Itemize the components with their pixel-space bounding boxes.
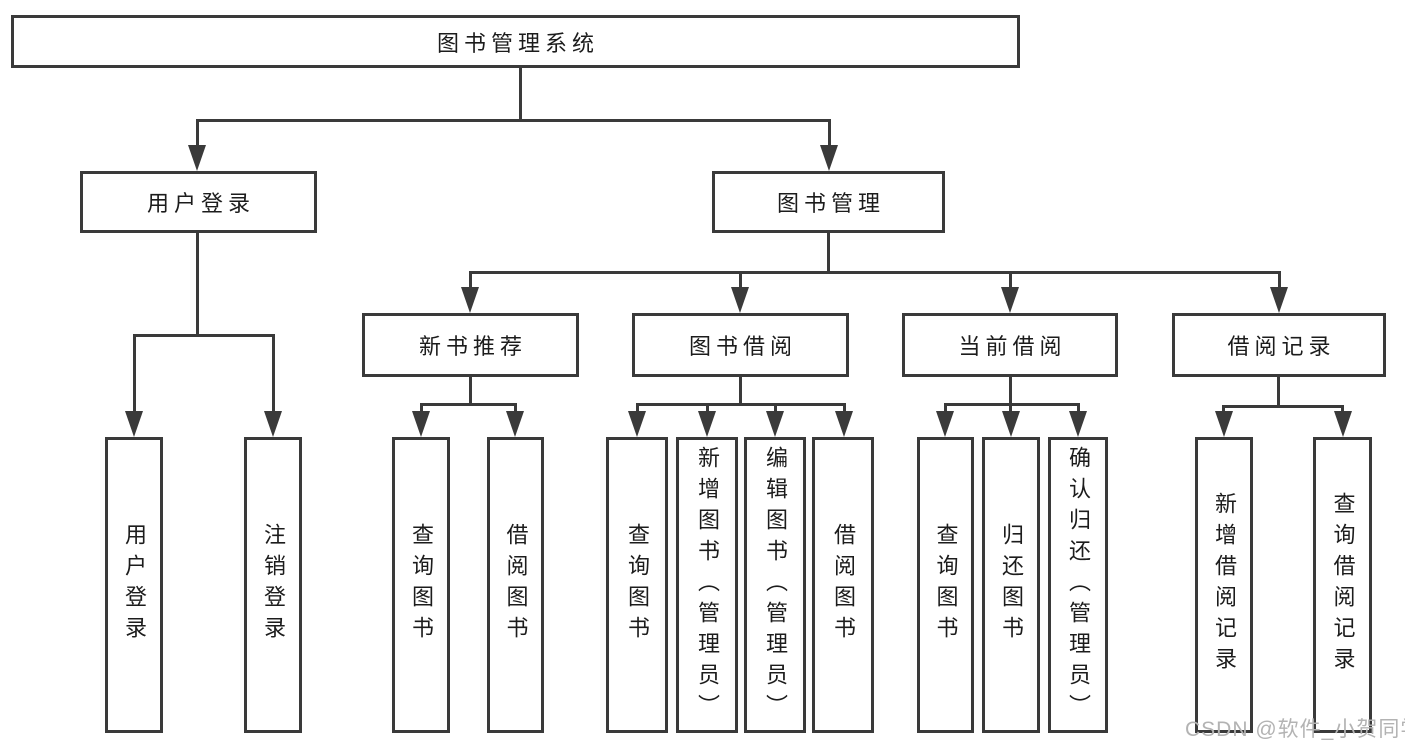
- arrow-down-icon: [506, 411, 524, 437]
- arrow-down-icon: [412, 411, 430, 437]
- connector-line: [774, 403, 777, 414]
- connector-line: [827, 232, 830, 274]
- node-new-book-rec: 新书推荐: [362, 313, 579, 377]
- node-borrow-record: 借阅记录: [1172, 313, 1386, 377]
- connector-line: [944, 403, 1080, 406]
- connector-line: [636, 403, 846, 406]
- connector-line: [1009, 375, 1012, 406]
- leaf-bb-borrow-books: 借阅图书: [812, 437, 874, 733]
- arrow-down-icon: [1270, 287, 1288, 313]
- csdn-watermark: CSDN @软件_小贺同学: [1185, 718, 1405, 741]
- arrow-down-icon: [1215, 411, 1233, 437]
- connector-line: [420, 403, 517, 406]
- node-user-login: 用户登录: [80, 171, 317, 233]
- connector-line: [469, 271, 472, 289]
- arrow-down-icon: [1001, 287, 1019, 313]
- arrow-down-icon: [820, 145, 838, 171]
- connector-line: [843, 403, 846, 414]
- node-current-borrow: 当前借阅: [902, 313, 1118, 377]
- connector-line: [272, 334, 275, 414]
- arrow-down-icon: [766, 411, 784, 437]
- connector-line: [706, 403, 709, 414]
- arrow-down-icon: [461, 287, 479, 313]
- connector-line: [514, 403, 517, 414]
- arrow-down-icon: [936, 411, 954, 437]
- connector-line: [1222, 405, 1344, 408]
- node-book-mgmt: 图书管理: [712, 171, 945, 233]
- leaf-bb-add-books-admin: 新增图书（管理员）: [676, 437, 738, 733]
- leaf-br-query-record: 查询借阅记录: [1313, 437, 1372, 733]
- connector-line: [1278, 271, 1281, 289]
- connector-line: [636, 403, 639, 414]
- leaf-cb-confirm-return-admin: 确认归还（管理员）: [1048, 437, 1108, 733]
- leaf-logout: 注销登录: [244, 437, 302, 733]
- connector-line: [133, 334, 275, 337]
- arrow-down-icon: [628, 411, 646, 437]
- leaf-rec-query-books: 查询图书: [392, 437, 450, 733]
- connector-line: [1341, 405, 1344, 414]
- connector-line: [1222, 405, 1225, 414]
- leaf-bb-query-books: 查询图书: [606, 437, 668, 733]
- arrow-down-icon: [264, 411, 282, 437]
- arrow-down-icon: [698, 411, 716, 437]
- connector-line: [196, 232, 199, 337]
- arrow-down-icon: [125, 411, 143, 437]
- node-book-borrow: 图书借阅: [632, 313, 849, 377]
- connector-line: [420, 403, 423, 414]
- connector-line: [469, 271, 1281, 274]
- arrow-down-icon: [188, 145, 206, 171]
- connector-line: [133, 334, 136, 414]
- leaf-rec-borrow-books: 借阅图书: [487, 437, 544, 733]
- arrow-down-icon: [1334, 411, 1352, 437]
- arrow-down-icon: [731, 287, 749, 313]
- arrow-down-icon: [835, 411, 853, 437]
- connector-line: [196, 119, 199, 148]
- connector-line: [469, 375, 472, 406]
- connector-line: [739, 375, 742, 406]
- arrow-down-icon: [1069, 411, 1087, 437]
- leaf-user-login: 用户登录: [105, 437, 163, 733]
- connector-line: [944, 403, 947, 414]
- connector-line: [1009, 271, 1012, 289]
- leaf-cb-return-books: 归还图书: [982, 437, 1040, 733]
- connector-line: [828, 119, 831, 148]
- connector-line: [739, 271, 742, 289]
- connector-line: [1277, 375, 1280, 408]
- connector-line: [519, 67, 522, 122]
- leaf-cb-query-books: 查询图书: [917, 437, 974, 733]
- leaf-br-add-record: 新增借阅记录: [1195, 437, 1253, 733]
- arrow-down-icon: [1002, 411, 1020, 437]
- leaf-bb-edit-books-admin: 编辑图书（管理员）: [744, 437, 806, 733]
- node-root: 图书管理系统: [11, 15, 1020, 68]
- connector-line: [1077, 403, 1080, 414]
- connector-line: [196, 119, 831, 122]
- connector-line: [1009, 403, 1012, 414]
